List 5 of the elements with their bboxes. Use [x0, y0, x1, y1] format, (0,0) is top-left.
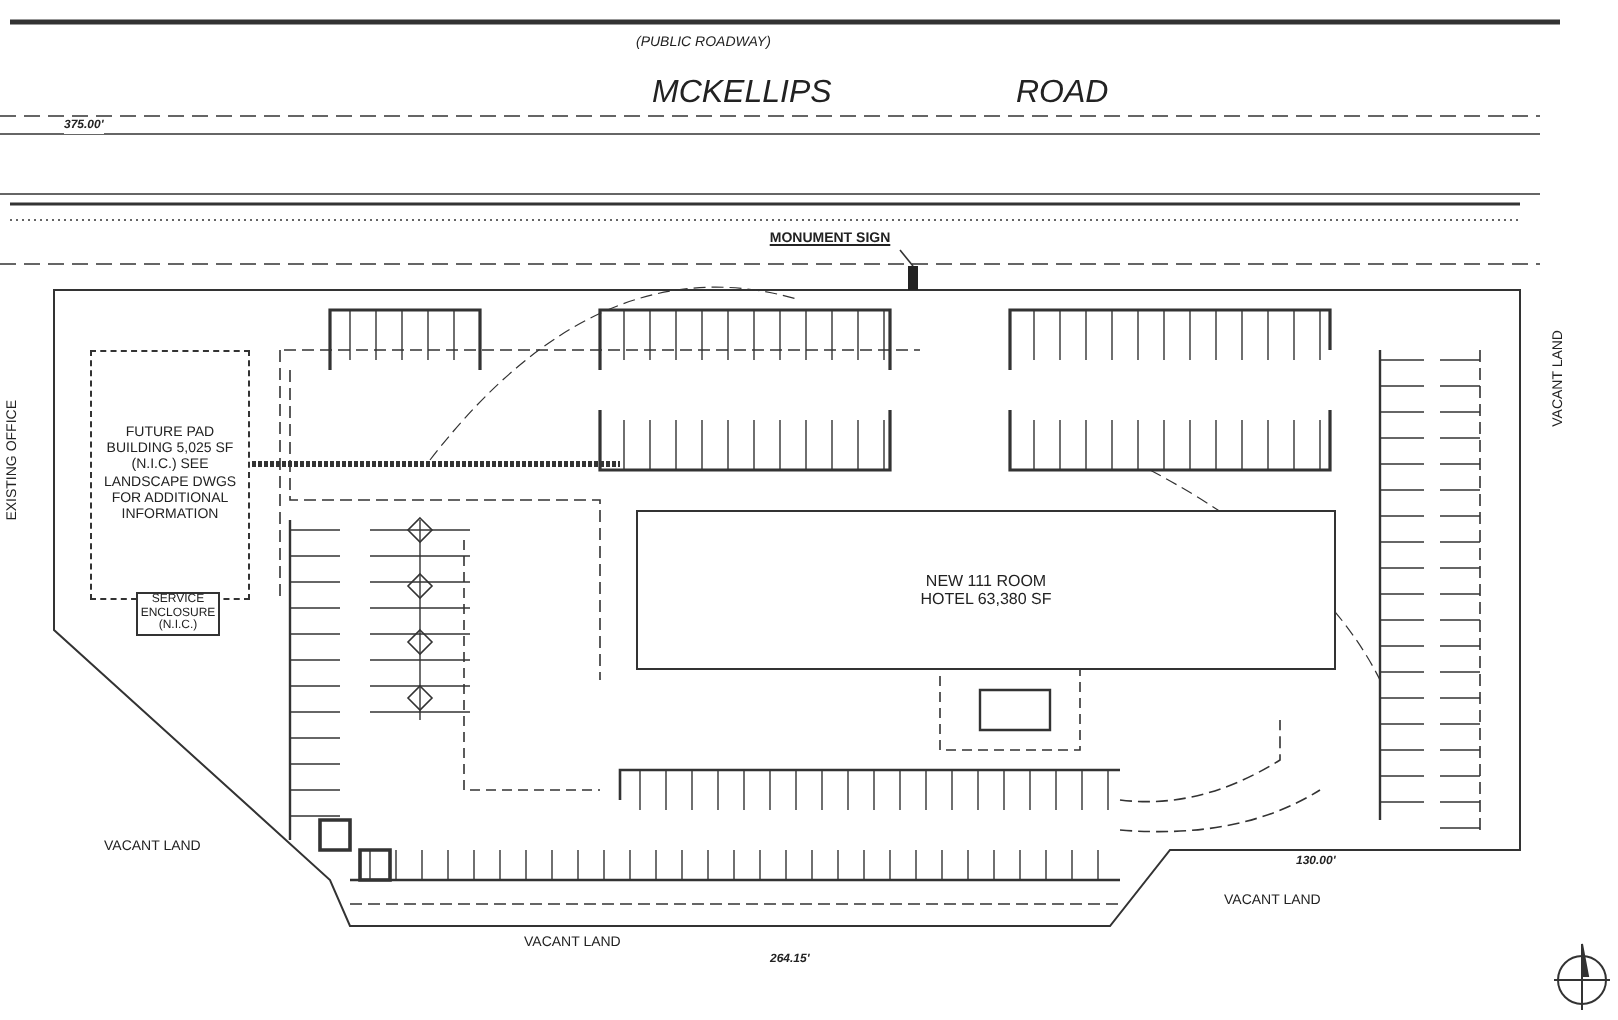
- leader-line: [899, 249, 914, 267]
- building-label: NEW 111 ROOM HOTEL 63,380 SF: [918, 571, 1054, 609]
- hotel-building: [636, 510, 1336, 670]
- building-pad: [90, 350, 250, 600]
- monument-sign: [908, 266, 918, 290]
